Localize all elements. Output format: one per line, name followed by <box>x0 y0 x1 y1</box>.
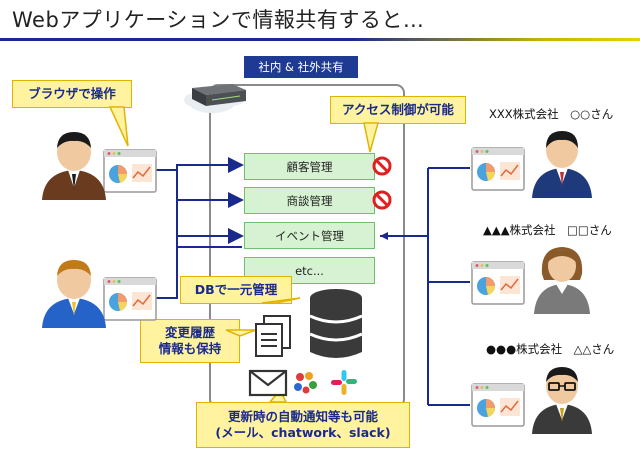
external-user-label-2: ▲▲▲株式会社 □□さん <box>483 223 612 237</box>
server-icon <box>192 84 246 106</box>
user-avatar-icon <box>532 131 592 198</box>
no-entry-icon <box>372 156 392 176</box>
callout-db-unified: DBで一元管理 <box>180 276 292 304</box>
chatwork-icon <box>294 372 317 394</box>
slack-icon <box>331 370 357 395</box>
left-connectors <box>156 157 244 299</box>
module-etc: etc... <box>244 257 375 284</box>
title-underline <box>0 38 640 41</box>
callout-db-tail <box>261 297 301 304</box>
documents-icon <box>255 315 291 357</box>
user-avatar-icon <box>42 132 106 200</box>
callout-auto-notify: 更新時の自動通知等も可能 (メール、chatwork、slack) <box>196 402 410 448</box>
callout-access-tail <box>363 122 379 153</box>
platform-label: 社内 & 社外共有 <box>244 56 358 78</box>
module-deal-management: 商談管理 <box>244 187 375 214</box>
callout-history-line1: 変更履歴 <box>164 325 215 341</box>
database-icon <box>309 289 363 358</box>
callout-change-history: 変更履歴 情報も保持 <box>140 319 240 363</box>
browser-window-icon <box>103 149 157 193</box>
user-avatar-icon <box>532 367 592 434</box>
module-event-management: イベント管理 <box>244 222 375 249</box>
browser-window-icon <box>471 261 525 305</box>
right-connectors <box>380 167 470 406</box>
callout-notify-line1: 更新時の自動通知等も可能 <box>227 409 378 425</box>
module-customer-management: 顧客管理 <box>244 153 375 180</box>
page-title: Webアプリケーションで情報共有すると… <box>12 8 425 32</box>
external-user-label-3: ●●●株式会社 △△さん <box>486 342 615 356</box>
browser-window-icon <box>471 383 525 427</box>
callout-access-control: アクセス制御が可能 <box>330 96 466 124</box>
callout-browser-operation: ブラウザで操作 <box>12 80 132 108</box>
user-avatar-icon <box>42 260 106 328</box>
browser-window-icon <box>471 147 525 191</box>
no-entry-icon <box>372 190 392 210</box>
external-user-label-1: XXX株式会社 ○○さん <box>489 107 614 121</box>
callout-notify-line2: (メール、chatwork、slack) <box>215 425 391 440</box>
user-avatar-icon <box>534 247 590 314</box>
browser-window-icon <box>103 277 157 321</box>
callout-history-line2: 情報も保持 <box>158 341 222 356</box>
callout-history-tail <box>225 329 257 337</box>
mail-icon <box>248 369 288 397</box>
callout-browser-tail <box>108 106 129 147</box>
